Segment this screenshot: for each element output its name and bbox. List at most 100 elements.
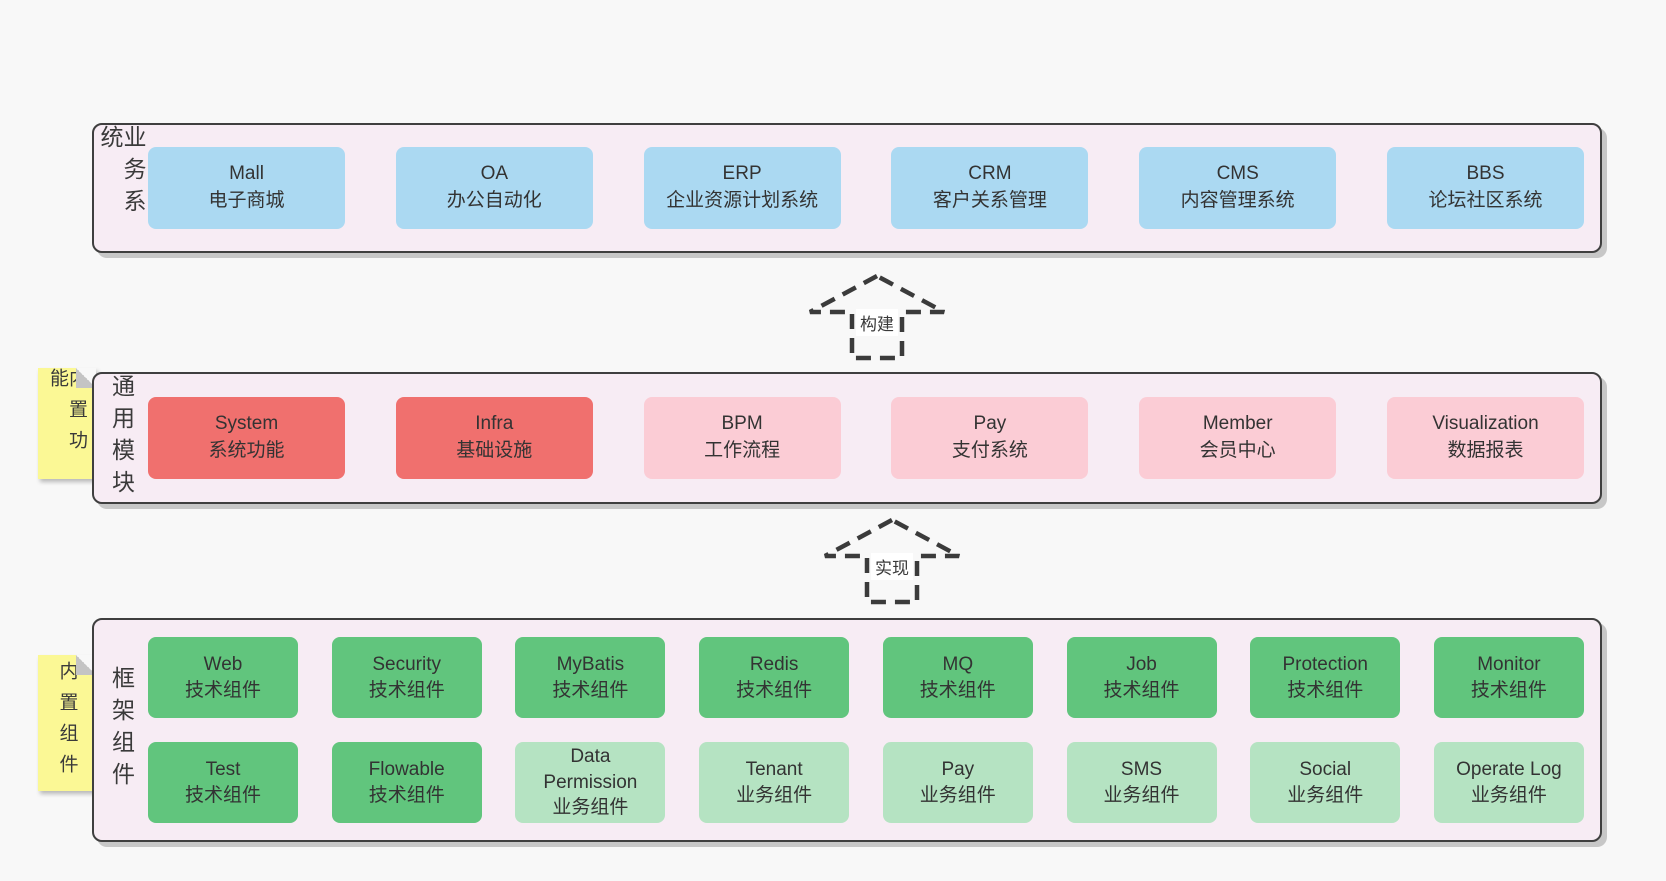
box-redis: Redis 技术组件	[699, 637, 850, 718]
build-arrow: 构建	[807, 273, 947, 361]
box-subtitle: 技术组件	[368, 784, 445, 806]
box-member: Member 会员中心	[1139, 397, 1337, 479]
box-subtitle: 业务组件	[1287, 784, 1364, 806]
box-pay-system: Pay 支付系统	[891, 397, 1089, 479]
box-title: Infra	[475, 413, 514, 435]
box-subtitle: 企业资源计划系统	[666, 190, 819, 211]
box-title: OA	[480, 163, 509, 185]
box-title: Social	[1299, 758, 1352, 780]
box-title: MQ	[942, 653, 974, 675]
business-systems-container: 业务系统 Mall 电子商城 OA 办公自动化 ERP 企业资源计划系统 CRM…	[92, 123, 1602, 253]
box-title: Protection	[1282, 653, 1368, 675]
box-title: Flowable	[368, 758, 445, 780]
box-subtitle: 内容管理系统	[1180, 190, 1295, 211]
box-protection: Protection 技术组件	[1250, 637, 1401, 718]
box-monitor: Monitor 技术组件	[1433, 637, 1584, 718]
business-systems-row: Mall 电子商城 OA 办公自动化 ERP 企业资源计划系统 CRM 客户关系…	[148, 147, 1584, 229]
framework-components-boxes-area: Web 技术组件 Security 技术组件 MyBatis 技术组件 Redi…	[148, 620, 1600, 840]
box-title: Pay	[973, 413, 1007, 435]
common-modules-label-column: 通用模块	[94, 374, 148, 502]
box-title: Pay	[941, 758, 975, 780]
business-systems-label: 业务系统	[97, 125, 146, 221]
box-subtitle: 客户关系管理	[932, 190, 1047, 211]
common-modules-container: 通用模块 System 系统功能 Infra 基础设施 BPM 工作流程 Pay…	[92, 372, 1602, 504]
box-subtitle: 业务组件	[919, 784, 996, 806]
box-title: ERP	[722, 163, 762, 185]
box-subtitle: 电子商城	[208, 190, 285, 211]
box-operate-log: Operate Log 业务组件	[1433, 742, 1584, 823]
box-title: SMS	[1120, 758, 1163, 780]
box-title: BPM	[721, 413, 763, 435]
business-systems-boxes-area: Mall 电子商城 OA 办公自动化 ERP 企业资源计划系统 CRM 客户关系…	[148, 125, 1600, 251]
implement-arrow: 实现	[822, 517, 962, 605]
box-pay-component: Pay 业务组件	[882, 742, 1033, 823]
box-subtitle: 技术组件	[1470, 679, 1547, 701]
framework-components-row-2: Test 技术组件 Flowable 技术组件 Data Permission …	[148, 742, 1584, 823]
box-cms: CMS 内容管理系统	[1139, 147, 1337, 229]
box-title: Monitor	[1477, 653, 1541, 675]
box-web: Web 技术组件	[148, 637, 298, 718]
box-title: Visualization	[1432, 413, 1539, 435]
up-arrow-icon	[823, 517, 961, 605]
box-subtitle: 业务组件	[552, 797, 629, 819]
box-subtitle: 支付系统	[951, 440, 1028, 461]
sticky-note-built-in-features: 内置功能	[38, 368, 96, 479]
box-title: CMS	[1216, 163, 1259, 185]
box-title: Tenant	[745, 758, 803, 780]
box-system: System 系统功能	[148, 397, 345, 479]
box-flowable: Flowable 技术组件	[331, 742, 482, 823]
box-crm: CRM 客户关系管理	[891, 147, 1089, 229]
box-subtitle: 技术组件	[1103, 679, 1180, 701]
box-title: Member	[1202, 413, 1273, 435]
box-title: BBS	[1466, 163, 1505, 185]
common-modules-row: System 系统功能 Infra 基础设施 BPM 工作流程 Pay 支付系统…	[148, 397, 1584, 479]
box-title: System	[214, 413, 279, 435]
framework-components-row-1: Web 技术组件 Security 技术组件 MyBatis 技术组件 Redi…	[148, 637, 1584, 718]
common-modules-label: 通用模块	[108, 374, 135, 502]
box-erp: ERP 企业资源计划系统	[643, 147, 841, 229]
common-modules-boxes-area: System 系统功能 Infra 基础设施 BPM 工作流程 Pay 支付系统…	[148, 374, 1600, 502]
box-security: Security 技术组件	[331, 637, 482, 718]
folded-corner-icon	[76, 655, 96, 675]
box-infra: Infra 基础设施	[395, 397, 593, 479]
box-title: MyBatis	[556, 653, 625, 675]
box-mq: MQ 技术组件	[882, 637, 1033, 718]
box-subtitle: 业务组件	[1470, 784, 1547, 806]
implement-arrow-label: 实现	[871, 553, 913, 580]
box-social: Social 业务组件	[1250, 742, 1401, 823]
box-subtitle: 业务组件	[736, 784, 813, 806]
box-bbs: BBS 论坛社区系统	[1386, 147, 1584, 229]
box-subtitle: 技术组件	[1287, 679, 1364, 701]
build-arrow-label: 构建	[856, 309, 898, 336]
box-subtitle: 技术组件	[184, 784, 261, 806]
box-subtitle: 工作流程	[704, 440, 781, 461]
framework-components-label: 框架组件	[108, 666, 135, 794]
box-subtitle: 业务组件	[1103, 784, 1180, 806]
box-mall: Mall 电子商城	[148, 147, 345, 229]
box-subtitle: 技术组件	[368, 679, 445, 701]
box-title: CRM	[968, 163, 1012, 185]
box-subtitle: 技术组件	[919, 679, 996, 701]
box-title: Data Permission	[543, 745, 638, 793]
sticky-note-text: 内置组件	[56, 661, 78, 785]
box-visualization: Visualization 数据报表	[1386, 397, 1584, 479]
box-test: Test 技术组件	[148, 742, 298, 823]
box-subtitle: 办公自动化	[446, 190, 542, 211]
sticky-note-text: 内置功能	[47, 368, 87, 461]
box-job: Job 技术组件	[1066, 637, 1217, 718]
folded-corner-icon	[76, 368, 96, 388]
box-title: Mall	[229, 163, 264, 185]
box-sms: SMS 业务组件	[1066, 742, 1217, 823]
framework-components-label-column: 框架组件	[94, 620, 148, 840]
box-subtitle: 系统功能	[208, 440, 285, 461]
box-subtitle: 技术组件	[552, 679, 629, 701]
box-title: Job	[1126, 653, 1157, 675]
sticky-note-built-in-components: 内置组件	[38, 655, 96, 791]
box-bpm: BPM 工作流程	[643, 397, 841, 479]
box-title: Operate Log	[1456, 758, 1562, 780]
box-subtitle: 会员中心	[1199, 440, 1276, 461]
box-subtitle: 论坛社区系统	[1428, 190, 1543, 211]
box-data-permission: Data Permission 业务组件	[515, 742, 666, 823]
box-subtitle: 技术组件	[736, 679, 813, 701]
